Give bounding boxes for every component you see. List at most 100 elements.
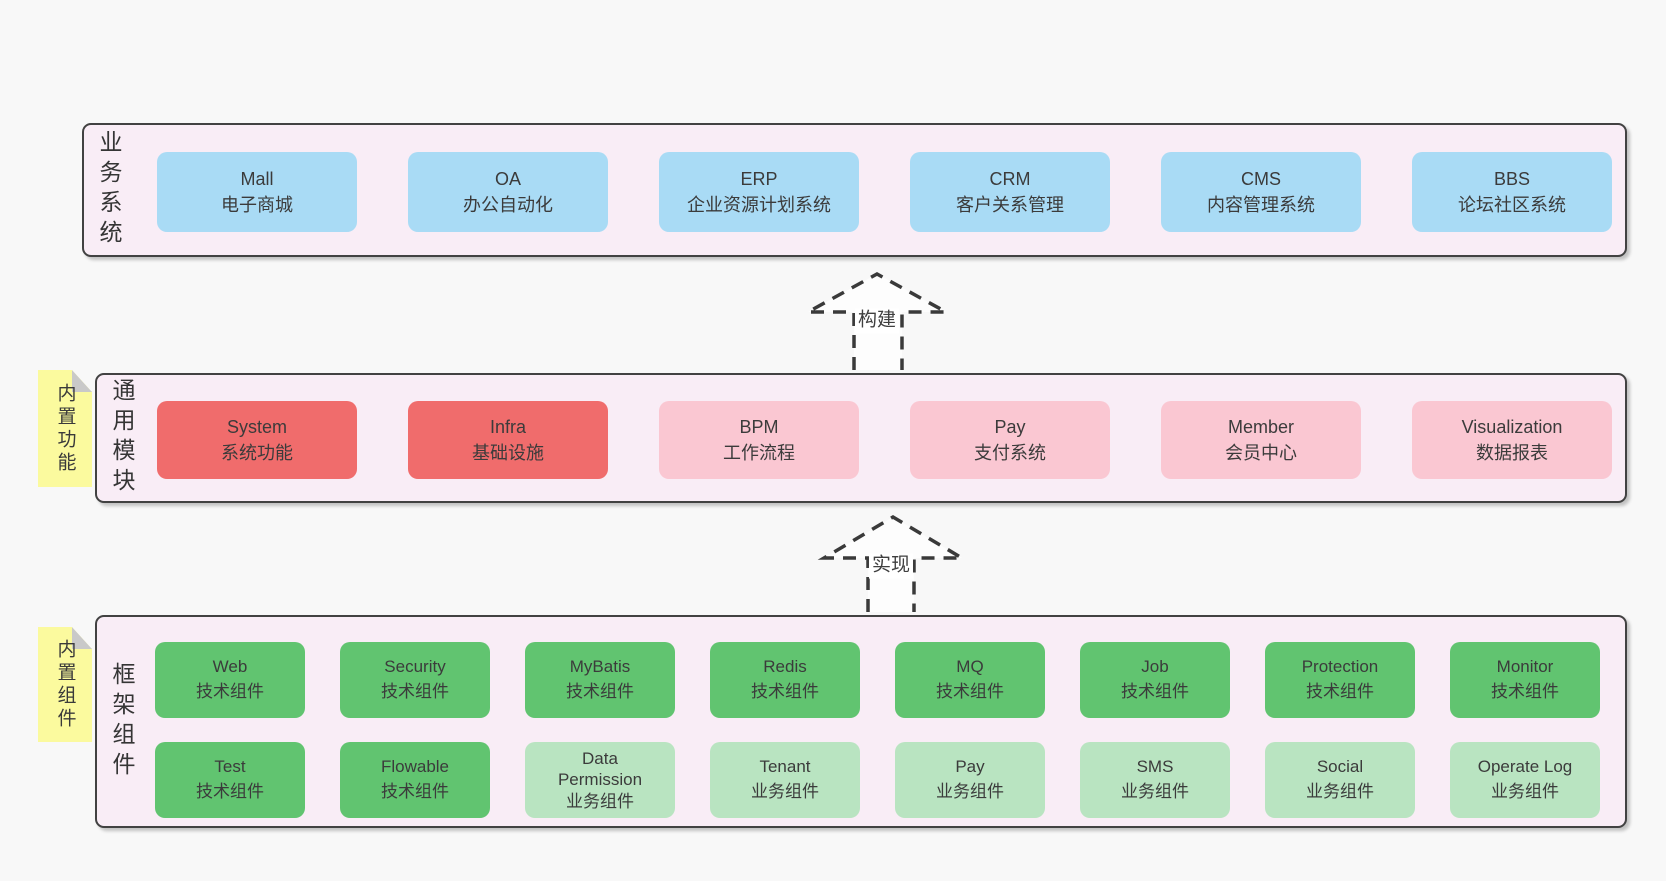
- box-subtitle: 数据报表: [1476, 443, 1548, 463]
- box-subtitle: 会员中心: [1225, 443, 1297, 463]
- box-title: BBS: [1493, 168, 1531, 189]
- box-title: Mall: [240, 168, 274, 189]
- box-title: Job: [1141, 657, 1169, 677]
- box-title: Protection: [1301, 657, 1379, 677]
- box-subtitle: 支付系统: [974, 443, 1046, 463]
- box-title: Pay: [994, 416, 1026, 437]
- box-subtitle: 技术组件: [381, 782, 449, 801]
- box-subtitle: 内容管理系统: [1207, 195, 1315, 215]
- box-job: Job 技术组件: [1080, 642, 1230, 718]
- box-title: SMS: [1136, 757, 1174, 777]
- box-subtitle: 技术组件: [1491, 682, 1559, 701]
- tab-label: 内置功能: [54, 382, 76, 475]
- box-subtitle: 业务组件: [1121, 782, 1189, 801]
- box-subtitle: 客户关系管理: [956, 195, 1064, 215]
- section-label-framework: 框架组件: [109, 661, 135, 782]
- box-title: ERP: [740, 168, 778, 189]
- box-tenant: Tenant 业务组件: [710, 742, 860, 818]
- box-subtitle: 技术组件: [381, 682, 449, 701]
- box-title: MyBatis: [569, 657, 631, 677]
- box-cms: CMS 内容管理系统: [1161, 152, 1361, 232]
- box-subtitle: 企业资源计划系统: [687, 195, 831, 215]
- box-title: BPM: [739, 416, 779, 437]
- box-title: Social: [1316, 757, 1364, 777]
- box-subtitle: 技术组件: [751, 682, 819, 701]
- box-subtitle: 业务组件: [1491, 782, 1559, 801]
- framework-box-row-2: Test 技术组件 Flowable 技术组件 Data Permission …: [155, 742, 1600, 818]
- box-title: Tenant: [759, 757, 811, 777]
- box-title: Web: [212, 657, 248, 677]
- box-title: Flowable: [380, 757, 450, 777]
- box-test: Test 技术组件: [155, 742, 305, 818]
- box-subtitle: 论坛社区系统: [1458, 195, 1566, 215]
- box-title: System: [226, 416, 287, 437]
- sticky-tab-built-in-components: 内置组件: [38, 627, 92, 742]
- tab-label: 内置组件: [54, 638, 76, 731]
- box-title: Infra: [489, 416, 527, 437]
- box-sms: SMS 业务组件: [1080, 742, 1230, 818]
- box-pay-component: Pay 业务组件: [895, 742, 1045, 818]
- box-bbs: BBS 论坛社区系统: [1412, 152, 1612, 232]
- box-mybatis: MyBatis 技术组件: [525, 642, 675, 718]
- box-subtitle: 技术组件: [196, 682, 264, 701]
- box-title: Visualization: [1461, 416, 1563, 437]
- box-title: Member: [1227, 416, 1294, 437]
- box-subtitle: 业务组件: [566, 791, 634, 811]
- box-title: Operate Log: [1477, 757, 1573, 777]
- box-erp: ERP 企业资源计划系统: [659, 152, 859, 232]
- box-subtitle: 技术组件: [1306, 682, 1374, 701]
- section-label-business: 业务系统: [96, 130, 122, 250]
- box-subtitle: 办公自动化: [463, 195, 553, 215]
- box-subtitle: 电子商城: [221, 195, 293, 215]
- sticky-tab-built-in-features: 内置功能: [38, 370, 92, 487]
- box-monitor: Monitor 技术组件: [1450, 642, 1600, 718]
- modules-box-row: System 系统功能 Infra 基础设施 BPM 工作流程 Pay 支付系统…: [157, 401, 1612, 479]
- box-title: CMS: [1241, 168, 1281, 189]
- box-subtitle: 技术组件: [1121, 682, 1189, 701]
- box-title: MQ: [956, 657, 984, 677]
- box-title: OA: [494, 168, 521, 189]
- box-title: CRM: [989, 168, 1031, 189]
- box-operate-log: Operate Log 业务组件: [1450, 742, 1600, 818]
- box-mall: Mall 电子商城: [157, 152, 357, 232]
- arrow-label-implement: 实现: [868, 553, 914, 579]
- box-member: Member 会员中心: [1161, 401, 1361, 479]
- box-infra: Infra 基础设施: [408, 401, 608, 479]
- box-subtitle: 技术组件: [936, 682, 1004, 701]
- section-common-modules: 通用模块 System 系统功能 Infra 基础设施 BPM 工作流程 Pay…: [95, 373, 1627, 503]
- box-web: Web 技术组件: [155, 642, 305, 718]
- box-oa: OA 办公自动化: [408, 152, 608, 232]
- box-data-permission: Data Permission 业务组件: [525, 742, 675, 818]
- box-title: Monitor: [1496, 657, 1554, 677]
- box-subtitle: 工作流程: [723, 443, 795, 463]
- box-title: Pay: [955, 757, 985, 777]
- box-flowable: Flowable 技术组件: [340, 742, 490, 818]
- section-business-systems: 业务系统 Mall 电子商城 OA 办公自动化 ERP 企业资源计划系统 CRM…: [82, 123, 1627, 257]
- section-label-modules: 通用模块: [109, 378, 135, 498]
- framework-box-row-1: Web 技术组件 Security 技术组件 MyBatis 技术组件 Redi…: [155, 642, 1600, 718]
- box-title: Data Permission: [557, 749, 643, 790]
- box-subtitle: 技术组件: [566, 682, 634, 701]
- business-box-row: Mall 电子商城 OA 办公自动化 ERP 企业资源计划系统 CRM 客户关系…: [157, 152, 1612, 232]
- section-framework-components: 框架组件 Web 技术组件 Security 技术组件 MyBatis 技术组件…: [95, 615, 1627, 828]
- box-mq: MQ 技术组件: [895, 642, 1045, 718]
- box-subtitle: 基础设施: [472, 443, 544, 463]
- arrow-label-build: 构建: [854, 308, 900, 334]
- box-redis: Redis 技术组件: [710, 642, 860, 718]
- box-subtitle: 业务组件: [1306, 782, 1374, 801]
- box-protection: Protection 技术组件: [1265, 642, 1415, 718]
- box-subtitle: 业务组件: [751, 782, 819, 801]
- box-title: Redis: [763, 657, 807, 677]
- box-crm: CRM 客户关系管理: [910, 152, 1110, 232]
- box-security: Security 技术组件: [340, 642, 490, 718]
- box-social: Social 业务组件: [1265, 742, 1415, 818]
- box-pay: Pay 支付系统: [910, 401, 1110, 479]
- box-subtitle: 系统功能: [221, 443, 293, 463]
- box-system: System 系统功能: [157, 401, 357, 479]
- box-bpm: BPM 工作流程: [659, 401, 859, 479]
- box-subtitle: 技术组件: [196, 782, 264, 801]
- box-title: Security: [384, 657, 446, 677]
- box-subtitle: 业务组件: [936, 782, 1004, 801]
- box-visualization: Visualization 数据报表: [1412, 401, 1612, 479]
- box-title: Test: [214, 757, 246, 777]
